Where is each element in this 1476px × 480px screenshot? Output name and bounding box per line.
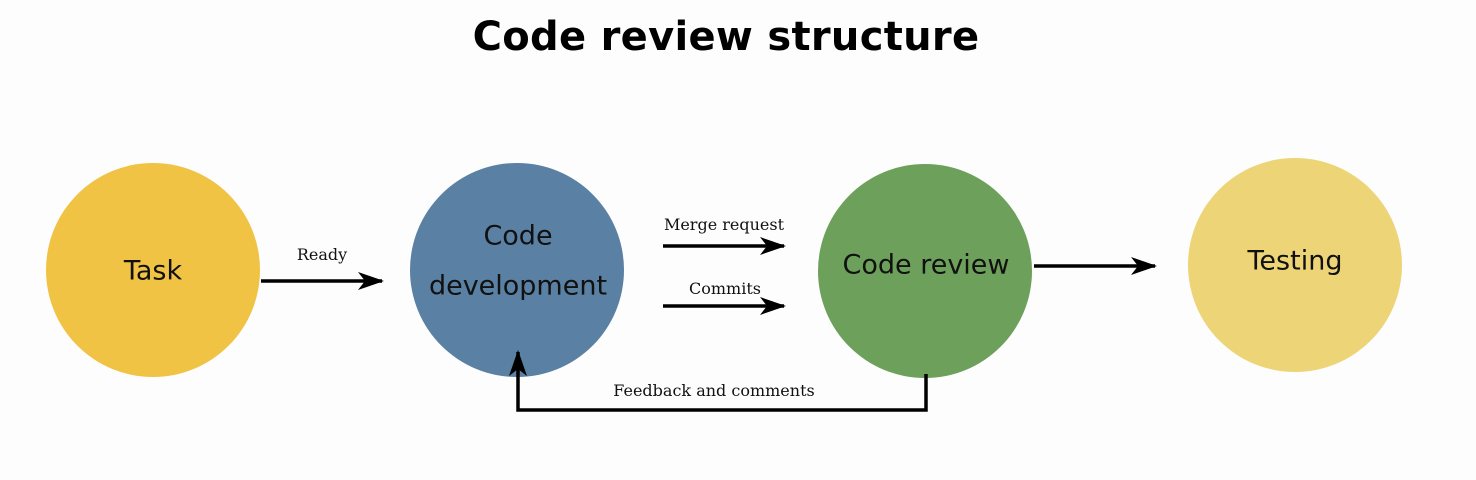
testing-label: Testing <box>1247 246 1343 277</box>
code-review-label: Code review <box>843 250 1010 281</box>
diagram-title: Code review structure <box>472 14 980 60</box>
merge-request-label: Merge request <box>664 215 785 234</box>
code-development-label-line1: Code <box>483 221 552 252</box>
code-review-node <box>818 164 1032 378</box>
code-development-label-line2: development <box>429 271 607 302</box>
commits-label: Commits <box>689 279 761 298</box>
task-label: Task <box>123 256 183 287</box>
feedback-label: Feedback and comments <box>613 381 814 400</box>
task-node <box>46 163 260 377</box>
feedback-arrow <box>509 350 928 412</box>
code-development-node <box>410 163 624 377</box>
ready-label: Ready <box>297 245 347 264</box>
testing-node <box>1188 158 1402 372</box>
